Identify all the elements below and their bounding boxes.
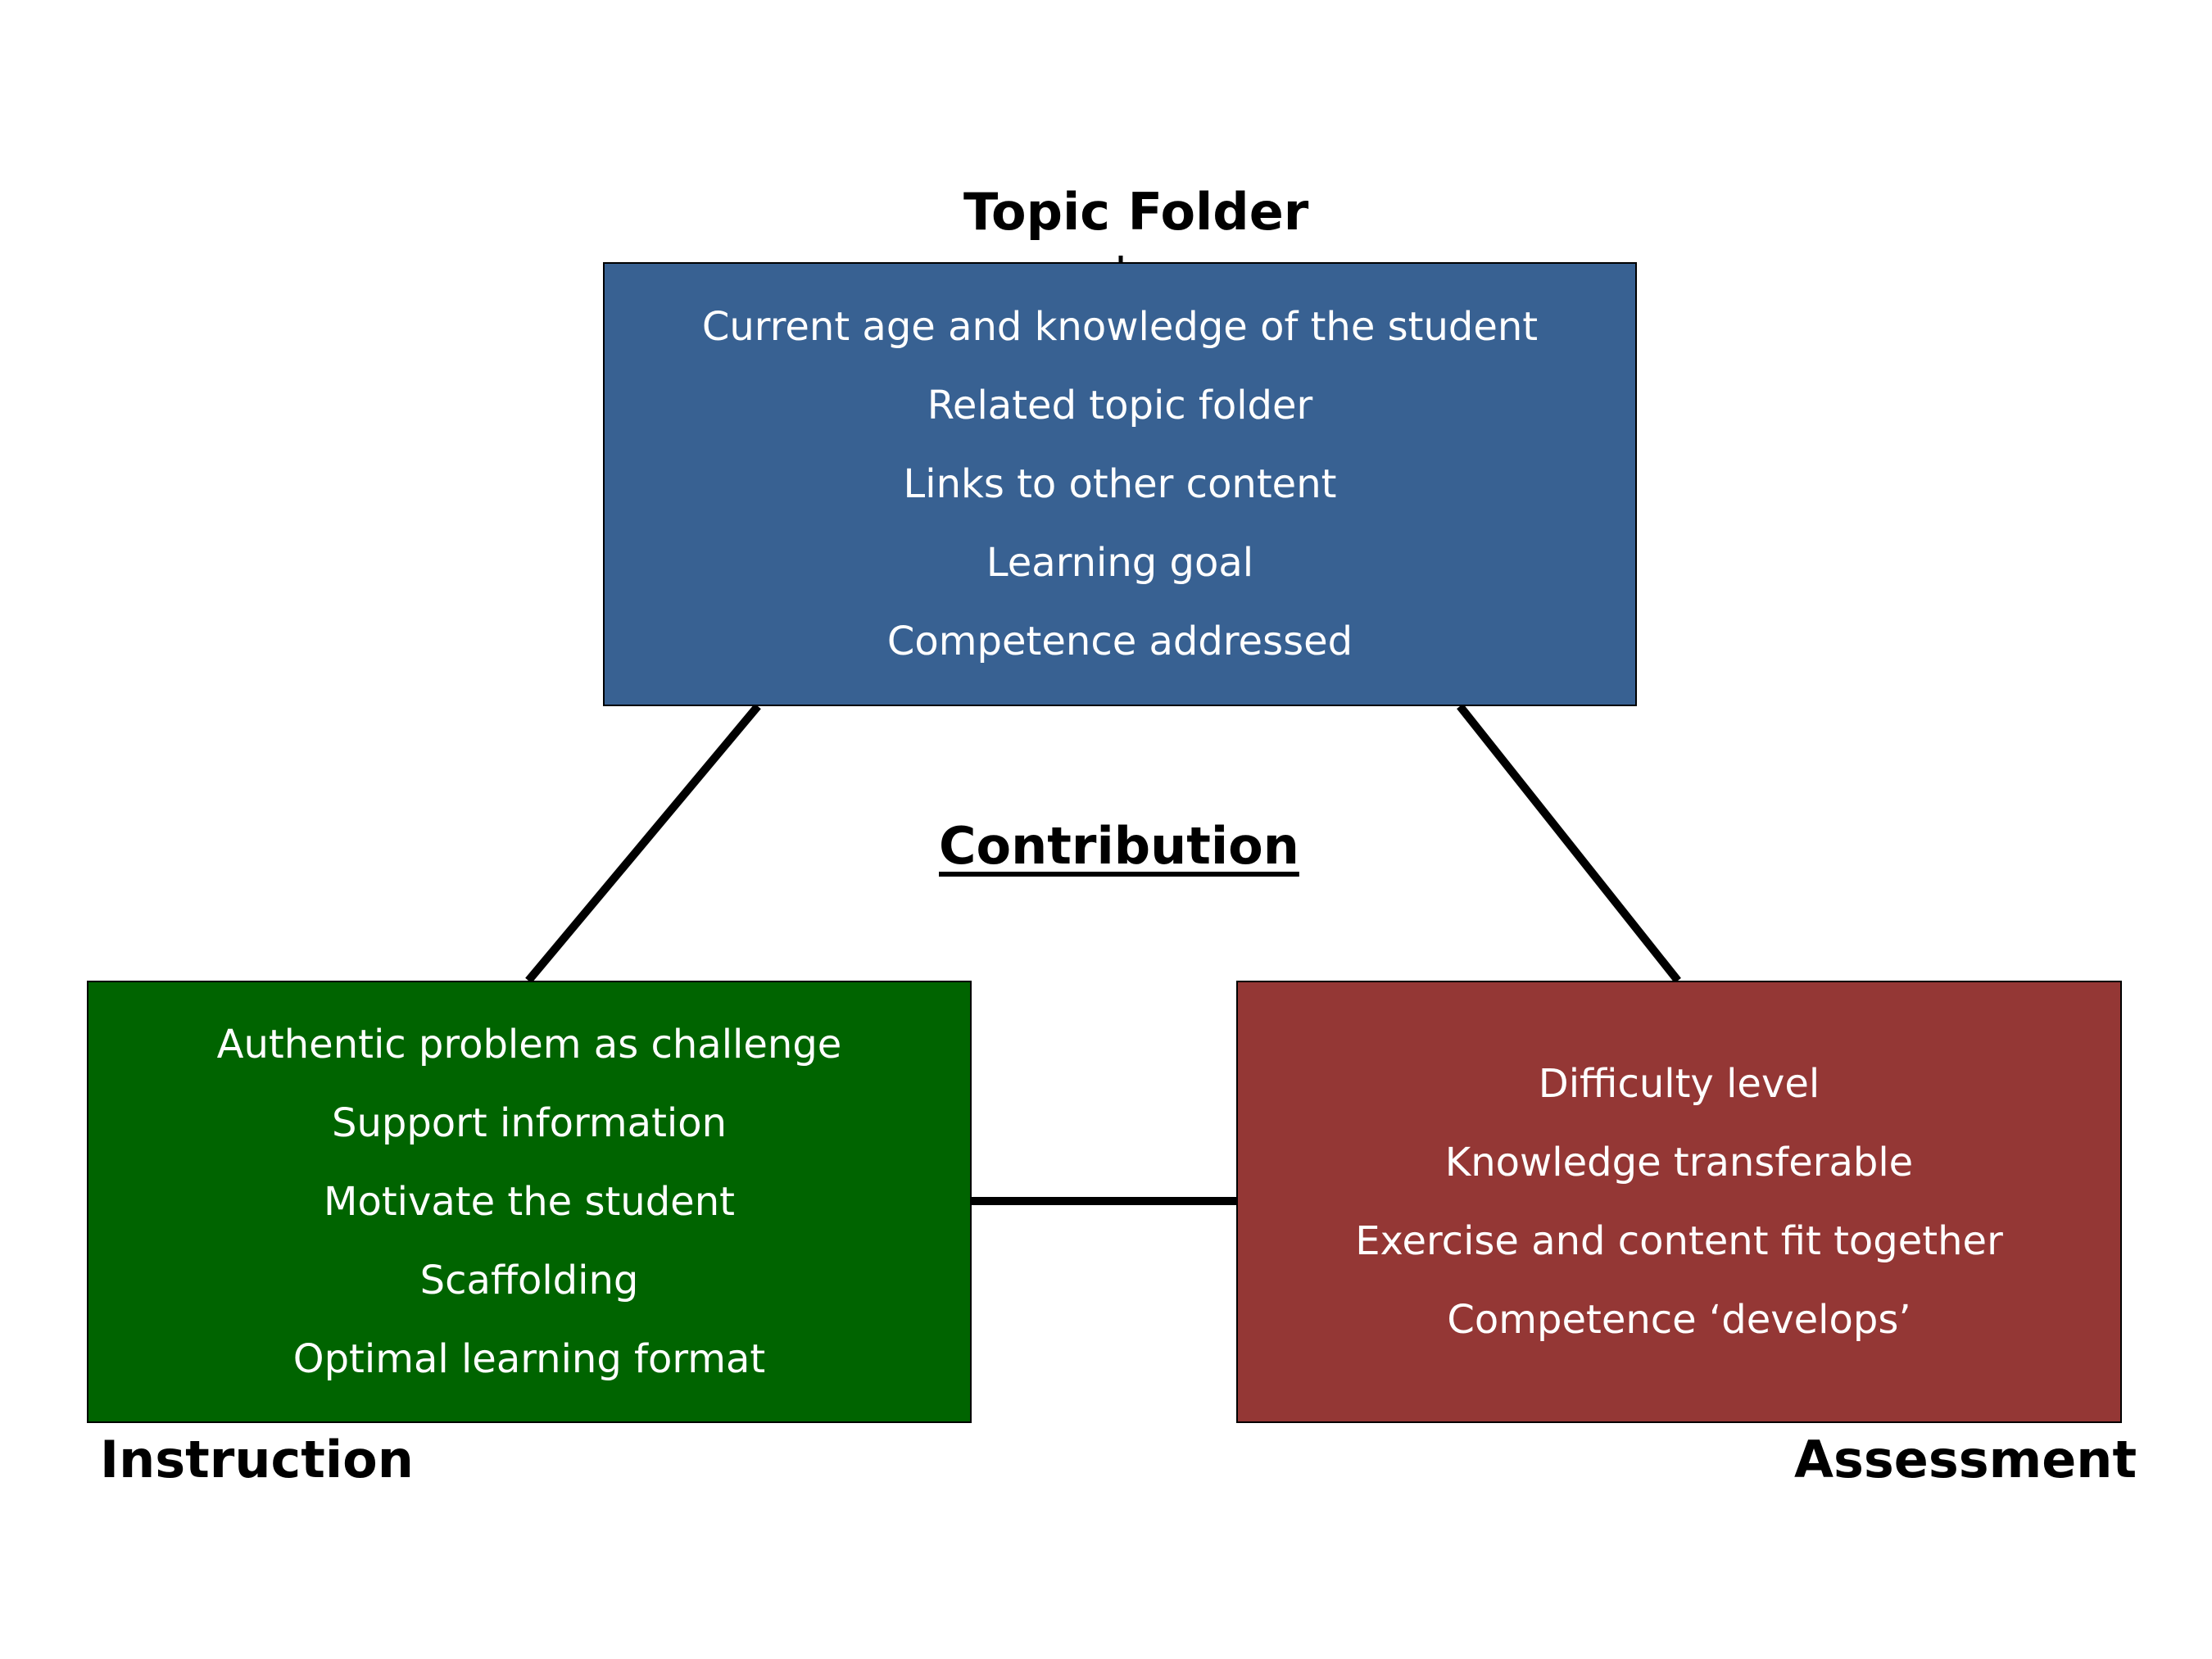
instruction-item: Scaffolding xyxy=(419,1258,639,1303)
instruction-item: Optimal learning format xyxy=(292,1336,766,1382)
assessment-item: Exercise and content fit together xyxy=(1355,1218,2003,1264)
topic-folder-item: Competence addressed xyxy=(886,619,1353,664)
instruction-title: Instruction xyxy=(100,1430,414,1489)
assessment-box: Difficulty level Knowledge transferable … xyxy=(1236,981,2122,1423)
instruction-item: Authentic problem as challenge xyxy=(216,1022,842,1067)
topic-folder-box: Current age and knowledge of the student… xyxy=(603,262,1637,706)
topic-folder-item: Learning goal xyxy=(986,540,1254,586)
contribution-title: Contribution xyxy=(939,816,1299,876)
instruction-item: Support information xyxy=(331,1100,728,1146)
topic-folder-item: Current age and knowledge of the student xyxy=(701,304,1539,350)
assessment-item: Difficulty level xyxy=(1538,1061,1820,1107)
assessment-title: Assessment xyxy=(1794,1430,2137,1489)
assessment-item: Competence ‘develops’ xyxy=(1447,1297,1911,1343)
instruction-item: Motivate the student xyxy=(324,1179,735,1225)
topic-folder-title: Topic Folder xyxy=(963,182,1309,242)
topic-folder-item: Related topic folder xyxy=(927,383,1313,428)
assessment-item: Knowledge transferable xyxy=(1444,1140,1914,1185)
topic-folder-item: Links to other content xyxy=(903,461,1337,507)
instruction-box: Authentic problem as challenge Support i… xyxy=(87,981,972,1423)
connector-topic-instruction xyxy=(525,703,761,984)
connector-topic-assessment xyxy=(1457,703,1681,984)
